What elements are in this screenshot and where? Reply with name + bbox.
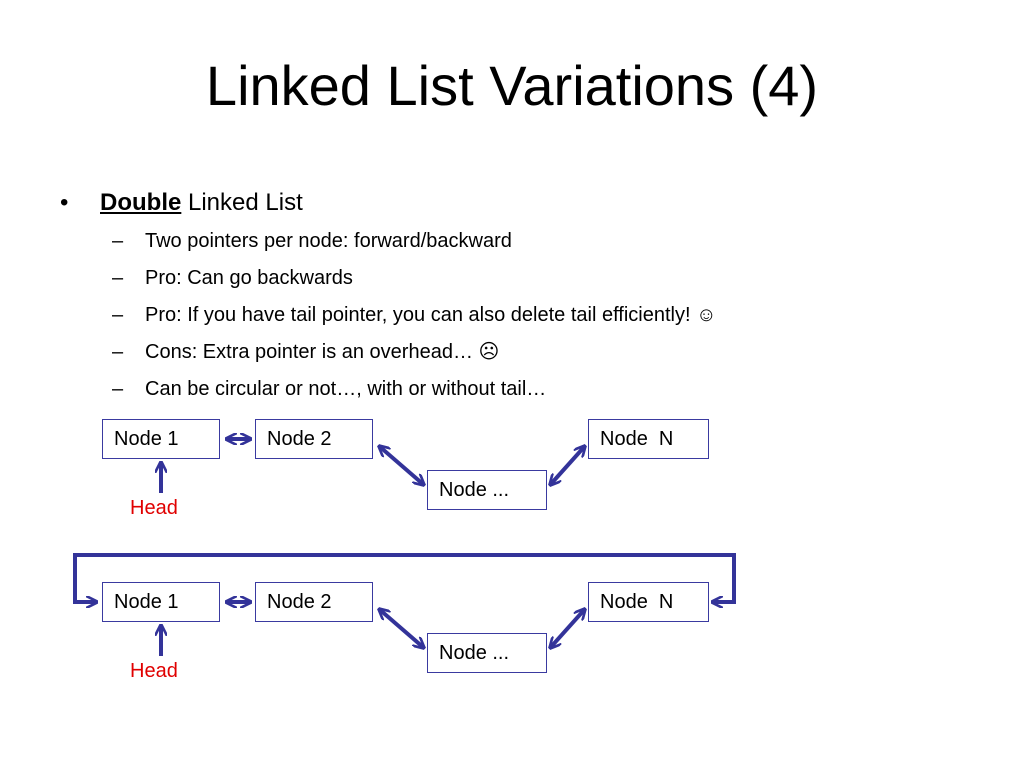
d2-node-n: Node N: [588, 582, 709, 622]
slide-title: Linked List Variations (4): [205, 54, 819, 117]
bullet-marker: •: [60, 189, 69, 216]
sub-bullet-4: –Cons: Extra pointer is an overhead… ☹: [112, 339, 499, 365]
link-node2-nodedots-arrow: [379, 609, 424, 648]
d1-node-2: Node 2: [255, 419, 373, 459]
sub-bullet-2: –Pro: Can go backwards: [112, 265, 353, 291]
sub-bullet-3: –Pro: If you have tail pointer, you can …: [112, 302, 716, 328]
dash-marker: –: [112, 267, 124, 289]
bullet-list: •Double Linked List –Two pointers per no…: [60, 188, 716, 402]
dash-marker: –: [112, 378, 124, 400]
dash-marker: –: [112, 341, 124, 363]
sub-bullet-1: –Two pointers per node: forward/backward: [112, 228, 512, 254]
bullet-double-linked-list: • Double Linked List: [60, 188, 303, 218]
sub-bullet-text: Two pointers per node: forward/backward: [145, 230, 512, 252]
d1-head-label: Head: [130, 497, 178, 519]
sub-bullet-text: Can be circular or not…, with or without…: [145, 378, 547, 400]
d1-node-n: Node N: [588, 419, 709, 459]
circular-link-left-arrow: [73, 553, 380, 602]
bullet-bold-term: Double: [100, 189, 182, 216]
sub-bullet-text: Pro: If you have tail pointer, you can a…: [145, 304, 717, 326]
dash-marker: –: [112, 230, 124, 252]
d2-node-dots: Node ...: [427, 633, 547, 673]
dash-marker: –: [112, 304, 124, 326]
sub-bullet-text: Cons: Extra pointer is an overhead… ☹: [145, 341, 500, 363]
link-nodedots-nodeN-arrow: [550, 446, 585, 485]
link-nodedots-nodeN-arrow: [550, 609, 585, 648]
d2-node-1: Node 1: [102, 582, 220, 622]
bullet-rest-text: Linked List: [181, 189, 303, 216]
d2-node-2: Node 2: [255, 582, 373, 622]
d1-node-1: Node 1: [102, 419, 220, 459]
link-node2-nodedots-arrow: [379, 446, 424, 485]
circular-link-right-arrow: [380, 553, 736, 602]
sub-bullet-text: Pro: Can go backwards: [145, 267, 353, 289]
d1-node-dots: Node ...: [427, 470, 547, 510]
d2-head-label: Head: [130, 660, 178, 682]
sub-bullet-5: –Can be circular or not…, with or withou…: [112, 376, 546, 402]
